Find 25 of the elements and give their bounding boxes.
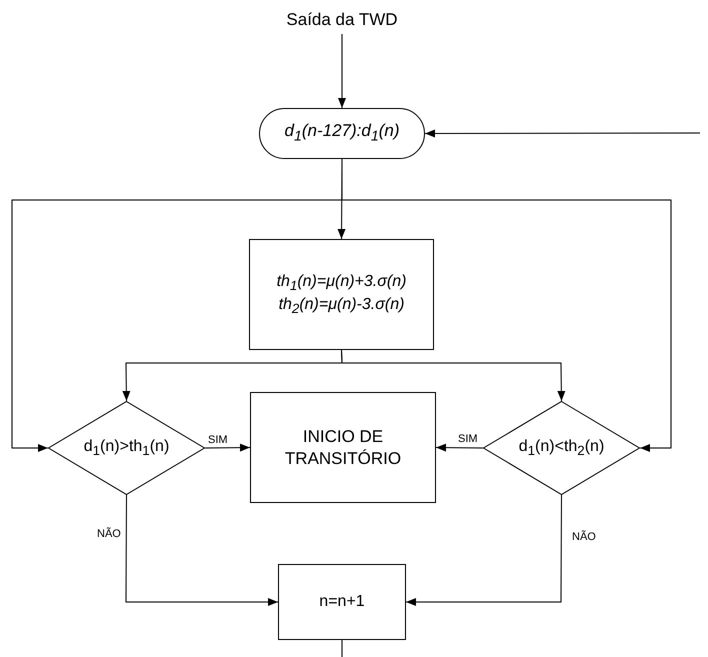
edge-label: NÃO — [571, 531, 597, 544]
node-text: d$_{1}$(n-127):d$_{1}$(n) — [284, 120, 400, 147]
process-box — [250, 392, 436, 503]
node-text: n=n+1 — [319, 592, 365, 612]
process-box — [249, 239, 434, 350]
edge-label: NÃO — [96, 528, 122, 540]
terminal-shape — [259, 108, 425, 159]
node-text: th$_{1}$(n)=μ(n)+3.σ(n) — [276, 272, 406, 294]
decision-diamond — [48, 401, 205, 495]
decision-diamond — [483, 401, 640, 495]
edge-label: SIM — [457, 433, 479, 446]
edge-label: SIM — [207, 434, 229, 446]
node-text: th$_{2}$(n)=μ(n)-3.σ(n) — [278, 294, 404, 318]
arrow — [126, 494, 278, 606]
process-box — [278, 564, 406, 640]
arrow — [338, 34, 346, 108]
arrow — [204, 444, 250, 452]
start-label: Saída da TWD — [272, 6, 412, 34]
arrow — [341, 350, 566, 402]
arrow — [406, 494, 562, 606]
node-text: INICIO DE TRANSITÓRIO — [284, 426, 402, 469]
arrow — [436, 444, 484, 452]
arrow — [424, 129, 700, 138]
node-text: d$_{1}$(n)<th$_{2}$(n) — [518, 436, 604, 460]
node-text: d$_{1}$(n)>th$_{1}$(n) — [84, 436, 170, 460]
